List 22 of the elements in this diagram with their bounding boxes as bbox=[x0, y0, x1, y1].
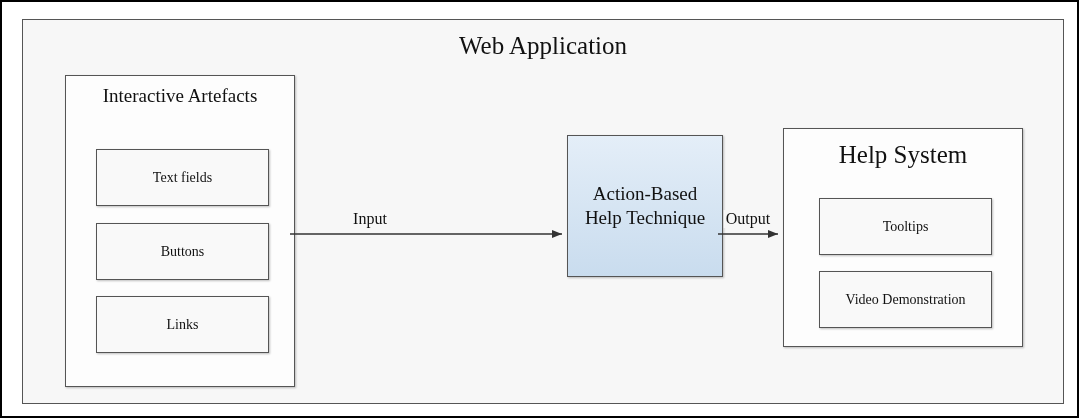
box-title: Help System bbox=[837, 140, 969, 170]
box-label: Text fields bbox=[151, 168, 214, 187]
box-label: Links bbox=[165, 315, 200, 334]
arrow bbox=[717, 230, 779, 238]
box-title: Web Application bbox=[457, 31, 629, 61]
edge-label: Output bbox=[723, 210, 773, 228]
arrow bbox=[289, 230, 563, 238]
item-box bbox=[819, 271, 992, 328]
item-box bbox=[96, 296, 269, 353]
box-title: Interactive Artefacts bbox=[101, 84, 259, 108]
box-label: Buttons bbox=[159, 242, 206, 261]
box-label: Tooltips bbox=[881, 217, 930, 236]
group-box bbox=[783, 128, 1023, 347]
container-box bbox=[22, 19, 1064, 404]
box-label: Action-Based Help Technique bbox=[583, 182, 707, 230]
item-box bbox=[96, 149, 269, 206]
group-box bbox=[65, 75, 295, 387]
edge-label: Input bbox=[351, 210, 389, 228]
process-box bbox=[567, 135, 723, 277]
box-label: Video Demonstration bbox=[844, 290, 967, 309]
item-box bbox=[819, 198, 992, 255]
item-box bbox=[96, 223, 269, 280]
